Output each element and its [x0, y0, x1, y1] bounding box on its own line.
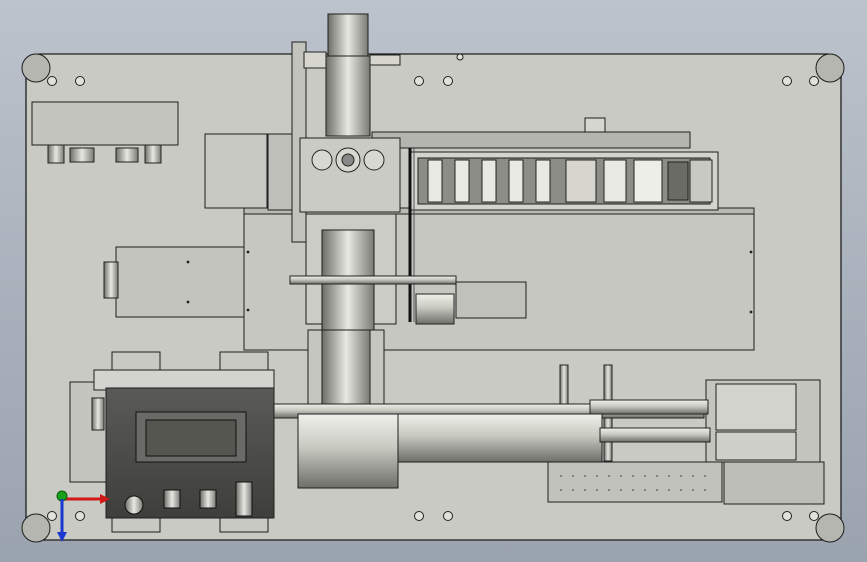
lcd-display [135, 411, 247, 463]
main-cylinder [273, 399, 711, 489]
connector-block [31, 101, 179, 164]
cable-chain [409, 151, 719, 211]
drive-belt [408, 148, 415, 322]
plate-screws [47, 53, 819, 521]
vertical-column [291, 13, 401, 243]
left-housing [103, 133, 268, 318]
right-carriage [705, 379, 825, 505]
coordinate-triad [56, 490, 110, 542]
center-plate [186, 207, 755, 351]
control-knobs [124, 481, 253, 517]
middle-carriage [289, 213, 527, 411]
